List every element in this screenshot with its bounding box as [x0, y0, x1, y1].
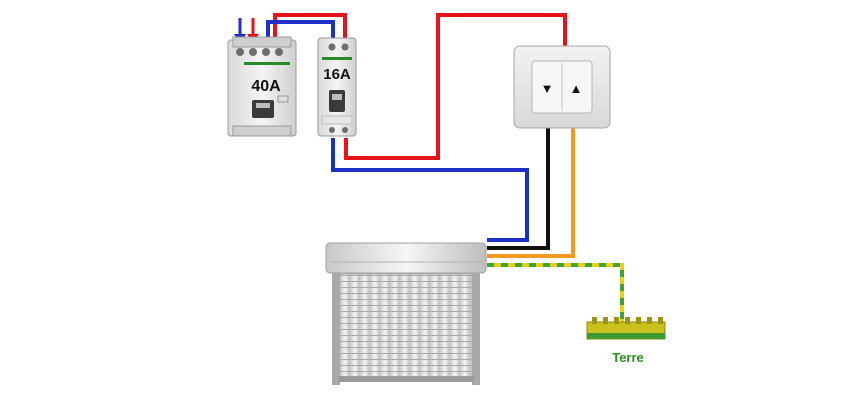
shutter-switch: ▼ ▲ — [513, 45, 611, 129]
wires — [234, 13, 624, 322]
breaker-40a-lever — [252, 100, 274, 118]
breaker-40a-rating: 40A — [251, 78, 281, 95]
breaker-16a-lever — [329, 90, 345, 112]
terminal-screws-top — [236, 48, 283, 56]
breaker-40a: 40A — [227, 36, 297, 137]
shutter-rail-right — [472, 273, 480, 385]
breaker-16a: 16A — [317, 37, 357, 137]
wire-black-down — [487, 126, 550, 250]
earth-bar: Terre — [586, 317, 666, 365]
shutter-rail-left — [332, 273, 340, 385]
breaker-16a-rating: 16A — [323, 66, 351, 83]
earth-label: Terre — [612, 350, 644, 365]
shutter-box — [325, 242, 487, 274]
switch-up-icon: ▲ — [570, 81, 583, 96]
shutter-bottom-bar — [338, 376, 474, 382]
shutter-curtain — [339, 273, 473, 379]
switch-down-icon: ▼ — [541, 81, 554, 96]
wire-orange-up — [487, 126, 575, 258]
wire-neutral-bridge — [266, 20, 335, 42]
roller-shutter — [325, 242, 487, 385]
wire-earth — [487, 263, 624, 322]
wire-neutral-to-shutter — [331, 138, 529, 242]
wire-earth-stripe — [487, 263, 624, 322]
wire-phase-bridge — [273, 13, 347, 42]
wire-phase-to-switch — [344, 13, 567, 160]
